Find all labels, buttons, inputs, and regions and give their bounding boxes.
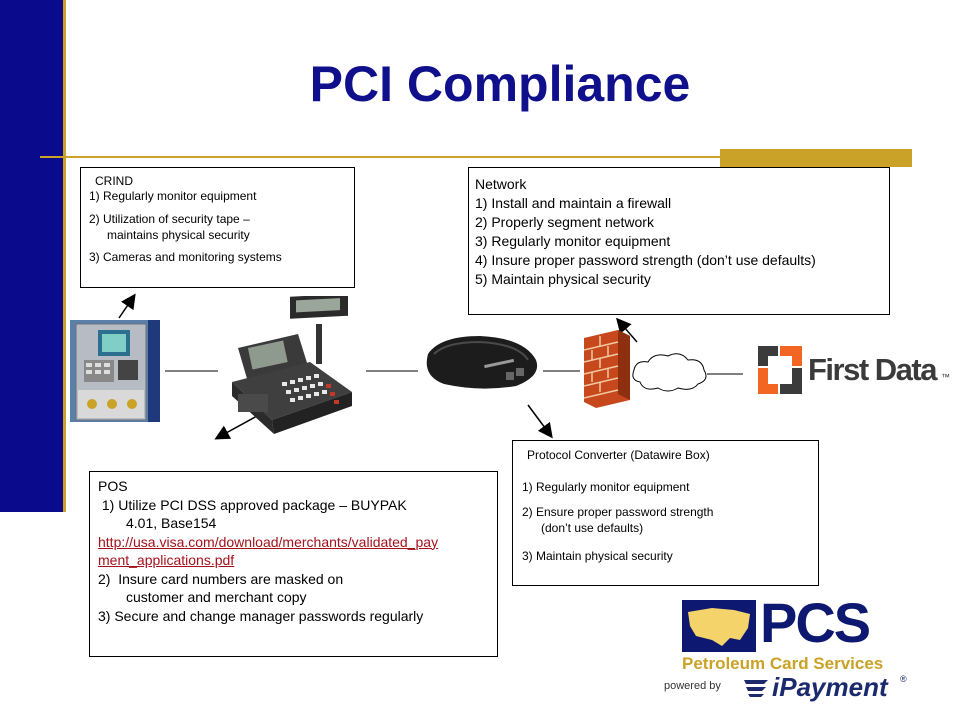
protocol-arrow <box>527 404 553 439</box>
pos-link-line[interactable]: ment_applications.pdf <box>98 552 235 568</box>
visa-validated-apps-link[interactable]: http://usa.visa.com/download/merchants/v… <box>98 533 497 570</box>
crind-arrow <box>118 293 136 319</box>
internet-cloud-icon <box>632 353 707 392</box>
network-item: 3) Regularly monitor equipment <box>475 233 671 249</box>
network-box: Network 1) Install and maintain a firewa… <box>468 167 890 315</box>
title-divider-block <box>720 149 912 167</box>
slide-title: PCI Compliance <box>309 56 691 112</box>
first-data-wordmark: First Data <box>808 352 937 387</box>
network-item: 5) Maintain physical security <box>475 271 651 287</box>
pos-link-line[interactable]: http://usa.visa.com/download/merchants/v… <box>98 533 439 550</box>
left-accent-bar <box>0 0 63 512</box>
pos-item: 3) Secure and change manager passwords r… <box>98 607 424 624</box>
pos-item: 4.01, Base154 <box>126 515 217 531</box>
ipayment-wordmark: iPayment <box>772 672 888 702</box>
powered-by-label: powered by <box>664 680 721 692</box>
protocol-item: 2) Ensure proper password strength <box>522 505 714 519</box>
ipayment-swoosh-icon <box>744 680 768 697</box>
crind-item: 1) Regularly monitor equipment <box>89 189 257 203</box>
ipayment-reg: ® <box>900 674 907 684</box>
crind-item: maintains physical security <box>107 228 250 242</box>
first-data-logo: First Data ™ <box>758 346 953 394</box>
protocol-item: 3) Maintain physical security <box>522 549 673 563</box>
crind-heading: CRIND <box>95 174 133 188</box>
pcs-subtitle: Petroleum Card Services <box>682 654 884 673</box>
network-item: 4) Insure proper password strength (don’… <box>475 252 816 268</box>
fuel-pump-crind-image <box>70 320 160 422</box>
pos-box: POS 1) Utilize PCI DSS approved package … <box>89 471 498 657</box>
network-heading: Network <box>475 176 527 192</box>
pos-item: 1) Utilize PCI DSS approved package – BU… <box>98 496 407 513</box>
first-data-mark-icon <box>758 346 802 394</box>
firewall-icon <box>583 330 630 408</box>
usa-map-icon <box>682 600 756 652</box>
datawire-box-image <box>426 336 538 389</box>
left-accent-edge <box>63 0 66 512</box>
network-item: 1) Install and maintain a firewall <box>475 195 672 211</box>
protocol-item: 1) Regularly monitor equipment <box>522 480 690 494</box>
pos-heading: POS <box>98 478 128 494</box>
pos-arrow <box>214 415 258 440</box>
network-item: 2) Properly segment network <box>475 214 654 230</box>
pos-terminal-image <box>232 296 352 434</box>
crind-item: 2) Utilization of security tape – <box>89 212 250 226</box>
pcs-wordmark: PCS <box>760 591 871 654</box>
protocol-converter-box: Protocol Converter (Datawire Box) 1) Reg… <box>512 440 819 586</box>
pos-item: 2) Insure card numbers are masked on <box>98 570 344 587</box>
pcs-logo: PCS Petroleum Card Services powered by i… <box>664 591 910 704</box>
pos-item: customer and merchant copy <box>126 589 307 605</box>
crind-item: 3) Cameras and monitoring systems <box>89 250 282 264</box>
network-arrow <box>616 317 638 343</box>
crind-box: CRIND 1) Regularly monitor equipment 2) … <box>80 167 355 288</box>
protocol-item: (don’t use defaults) <box>541 521 644 535</box>
protocol-heading: Protocol Converter (Datawire Box) <box>527 448 710 462</box>
first-data-tm: ™ <box>941 372 950 382</box>
title-divider <box>40 156 725 158</box>
